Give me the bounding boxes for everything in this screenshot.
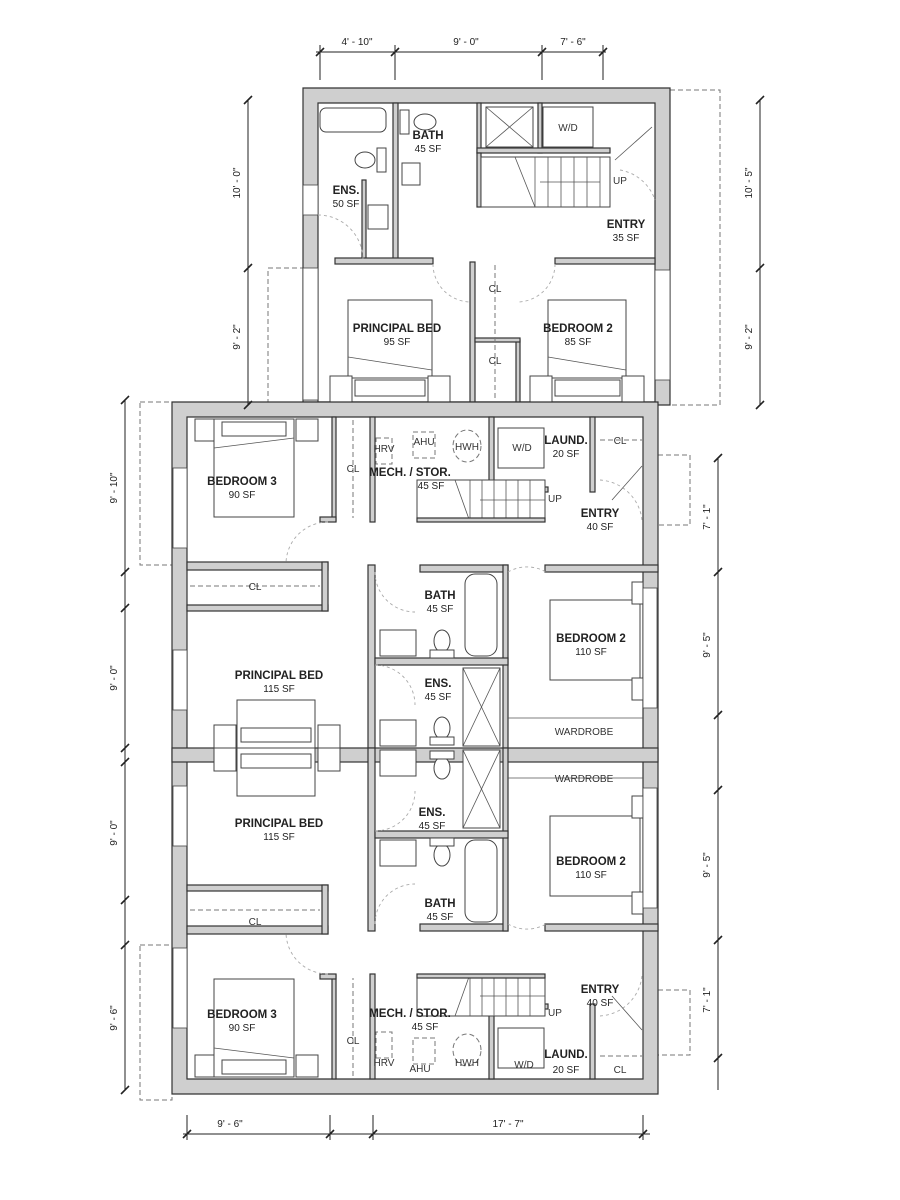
closet-label: CL [489, 356, 502, 367]
washer-dryer-label: W/D [558, 123, 577, 134]
room-name-principal-bed: PRINCIPAL BED [353, 323, 441, 335]
dim-right-1: 10' - 5" [744, 167, 755, 198]
room-area-laundry: 20 SF [553, 1065, 580, 1076]
dim-left-6: 9' - 6" [109, 1005, 120, 1031]
upper-unit-labels: BATH 45 SF ENS. 50 SF ENTRY 35 SF PRINCI… [333, 123, 646, 367]
dim-right-6: 7' - 1" [702, 987, 713, 1013]
room-area-bath: 45 SF [415, 144, 442, 155]
hwh-label: HWH [455, 442, 479, 453]
dim-left-5: 9' - 0" [109, 820, 120, 846]
lower-unit-labels: WARDROBE ENS. 45 SF PRINCIPAL BED 115 SF… [207, 774, 627, 1076]
room-area-principal-bed: 115 SF [263, 684, 295, 695]
closet-label: CL [347, 464, 360, 475]
dim-bottom-2: 17' - 7" [492, 1119, 523, 1130]
dim-right-4: 9' - 5" [702, 632, 713, 658]
room-area-principal-bed: 95 SF [384, 337, 411, 348]
room-name-bedroom-3: BEDROOM 3 [207, 1009, 277, 1021]
dimension-lines [120, 45, 765, 1140]
room-area-ensuite: 50 SF [333, 199, 360, 210]
room-area-bedroom-2: 110 SF [575, 647, 607, 658]
room-name-bath: BATH [424, 898, 455, 910]
room-area-bath: 45 SF [427, 912, 454, 923]
room-name-principal-bed: PRINCIPAL BED [235, 670, 323, 682]
room-name-laundry: LAUND. [544, 435, 587, 447]
room-name-bedroom-3: BEDROOM 3 [207, 476, 277, 488]
room-area-bedroom-2: 110 SF [575, 870, 607, 881]
room-area-ensuite: 45 SF [419, 821, 446, 832]
room-area-bedroom-2: 85 SF [565, 337, 592, 348]
dim-left-1: 10' - 0" [232, 167, 243, 198]
room-area-mech-stor: 45 SF [412, 1022, 439, 1033]
room-area-bedroom-3: 90 SF [229, 1023, 256, 1034]
dim-left-2: 9' - 2" [232, 324, 243, 350]
room-name-laundry: LAUND. [544, 1049, 587, 1061]
dimension-labels: 4' - 10" 9' - 0" 7' - 6" 9' - 6" 17' - 7… [109, 37, 755, 1130]
stair-up-label: UP [613, 176, 627, 187]
dim-top-3: 7' - 6" [560, 37, 586, 48]
closet-label: CL [347, 1036, 360, 1047]
closet-label: CL [249, 917, 262, 928]
hrv-label: HRV [374, 1058, 395, 1069]
dim-right-2: 9' - 2" [744, 324, 755, 350]
room-name-entry: ENTRY [607, 219, 646, 231]
room-name-principal-bed: PRINCIPAL BED [235, 818, 323, 830]
dim-bottom-1: 9' - 6" [217, 1119, 243, 1130]
room-name-ensuite: ENS. [333, 185, 360, 197]
room-name-ensuite: ENS. [425, 678, 452, 690]
middle-unit-labels: BEDROOM 3 90 SF CL HRV AHU HWH MECH. / S… [207, 435, 627, 738]
dim-right-5: 9' - 5" [702, 852, 713, 878]
dim-top-2: 9' - 0" [453, 37, 479, 48]
dim-top-1: 4' - 10" [341, 37, 372, 48]
room-area-mech-stor: 45 SF [418, 481, 445, 492]
closet-label: CL [249, 582, 262, 593]
room-name-bath: BATH [412, 130, 443, 142]
room-name-entry: ENTRY [581, 508, 620, 520]
ahu-label: AHU [413, 437, 434, 448]
room-name-entry: ENTRY [581, 984, 620, 996]
room-area-entry: 40 SF [587, 998, 614, 1009]
room-area-ensuite: 45 SF [425, 692, 452, 703]
upper-unit-plan [302, 87, 671, 406]
room-area-entry: 40 SF [587, 522, 614, 533]
room-name-mech-stor: MECH. / STOR. [369, 1008, 451, 1020]
room-name-bedroom-2: BEDROOM 2 [556, 856, 626, 868]
wardrobe-label: WARDROBE [555, 774, 614, 785]
washer-dryer-label: W/D [514, 1060, 533, 1071]
dim-left-4: 9' - 0" [109, 665, 120, 691]
room-area-entry: 35 SF [613, 233, 640, 244]
room-area-laundry: 20 SF [553, 449, 580, 460]
room-area-bath: 45 SF [427, 604, 454, 615]
room-name-bedroom-2: BEDROOM 2 [543, 323, 613, 335]
room-area-bedroom-3: 90 SF [229, 490, 256, 501]
room-name-bedroom-2: BEDROOM 2 [556, 633, 626, 645]
hwh-label: HWH [455, 1058, 479, 1069]
hrv-label: HRV [374, 444, 395, 455]
room-name-ensuite: ENS. [419, 807, 446, 819]
stair-up-label: UP [548, 494, 562, 505]
room-area-principal-bed: 115 SF [263, 832, 295, 843]
room-name-mech-stor: MECH. / STOR. [369, 467, 451, 479]
wardrobe-label: WARDROBE [555, 727, 614, 738]
closet-label: CL [614, 436, 627, 447]
closet-label: CL [614, 1065, 627, 1076]
stair-up-label: UP [548, 1008, 562, 1019]
washer-dryer-label: W/D [512, 443, 531, 454]
room-name-bath: BATH [424, 590, 455, 602]
ahu-label: AHU [409, 1064, 430, 1075]
closet-label: CL [489, 284, 502, 295]
dim-right-3: 7' - 1" [702, 504, 713, 530]
dim-left-3: 9' - 10" [109, 472, 120, 503]
